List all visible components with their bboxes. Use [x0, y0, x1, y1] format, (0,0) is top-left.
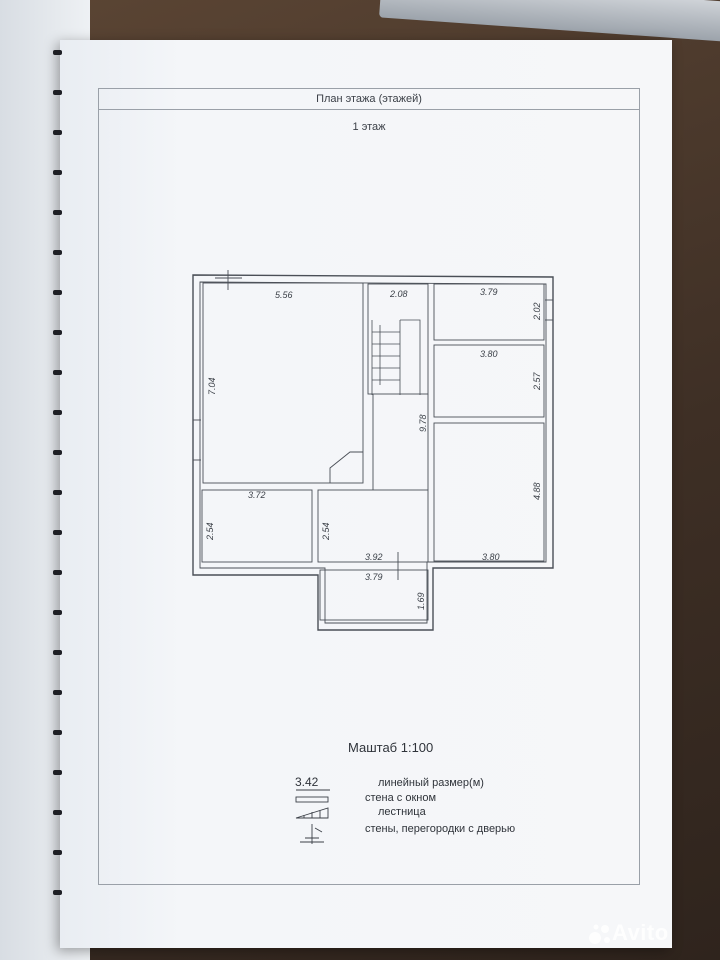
legend-sample-value: 3.42 — [295, 775, 319, 789]
binding-hole — [53, 290, 62, 295]
dim-porch-width: 3.79 — [365, 572, 383, 582]
room-d — [433, 422, 545, 562]
porch — [319, 569, 429, 621]
dim-corridor-length: 9.78 — [418, 414, 428, 432]
legend-item: линейный размер(м) — [378, 777, 484, 789]
dim-room-a-width: 5.56 — [275, 290, 293, 300]
binding-hole — [53, 570, 62, 575]
binding-hole — [53, 850, 62, 855]
stair-symbol — [295, 807, 329, 819]
binding-hole — [53, 250, 62, 255]
dim-hall-width: 3.92 — [365, 552, 383, 562]
dim-room-d-width: 3.80 — [482, 552, 500, 562]
legend-item: лестница — [378, 806, 426, 818]
scale-label: Маштаб 1:100 — [348, 740, 434, 755]
legend-item: стена с окном — [365, 792, 437, 804]
dim-room-c-height: 2.57 — [532, 371, 542, 391]
dim-hall-height: 2.54 — [321, 522, 331, 541]
stair-room — [367, 283, 429, 395]
legend-item: стены, перегородки с дверью — [365, 823, 516, 835]
binding-hole — [53, 50, 62, 55]
spiral-binding — [50, 50, 64, 950]
avito-watermark: Avito — [612, 920, 669, 945]
binding-hole — [53, 410, 62, 415]
dim-room-e-height: 2.54 — [205, 522, 215, 541]
binding-hole — [53, 530, 62, 535]
dim-porch-height: 1.69 — [416, 592, 426, 610]
binding-hole — [53, 130, 62, 135]
binding-hole — [53, 210, 62, 215]
dim-room-e-width: 3.72 — [248, 490, 266, 500]
document-page — [60, 40, 672, 948]
floor-label: 1 этаж — [352, 121, 386, 133]
binding-hole — [53, 370, 62, 375]
binding-hole — [53, 610, 62, 615]
binding-hole — [53, 810, 62, 815]
dim-room-d-height: 4.88 — [532, 482, 542, 500]
binding-hole — [53, 170, 62, 175]
document-title: План этажа (этажей) — [99, 89, 639, 110]
room-c — [433, 344, 545, 418]
binding-hole — [53, 450, 62, 455]
dim-room-c-width: 3.80 — [480, 349, 498, 359]
drawing-frame: План этажа (этажей) 1 этаж — [98, 88, 640, 885]
binding-hole — [53, 770, 62, 775]
dim-room-b-width: 3.79 — [480, 287, 498, 297]
staircase — [371, 319, 421, 395]
binding-hole — [53, 730, 62, 735]
room-b — [433, 283, 545, 341]
binding-hole — [53, 490, 62, 495]
dim-room-b-height: 2.02 — [532, 302, 542, 321]
binding-hole — [53, 890, 62, 895]
dim-room-a-height: 7.04 — [207, 377, 217, 395]
window-wall-symbol — [295, 796, 329, 803]
binding-hole — [53, 650, 62, 655]
room-a — [202, 282, 364, 484]
room-e — [201, 489, 313, 563]
binding-hole — [53, 690, 62, 695]
dim-stair-width: 2.08 — [389, 289, 408, 299]
door-wall-symbol — [300, 824, 324, 844]
avito-logo-icon — [589, 924, 610, 944]
outer-wall — [192, 274, 554, 631]
binding-hole — [53, 330, 62, 335]
binding-hole — [53, 90, 62, 95]
